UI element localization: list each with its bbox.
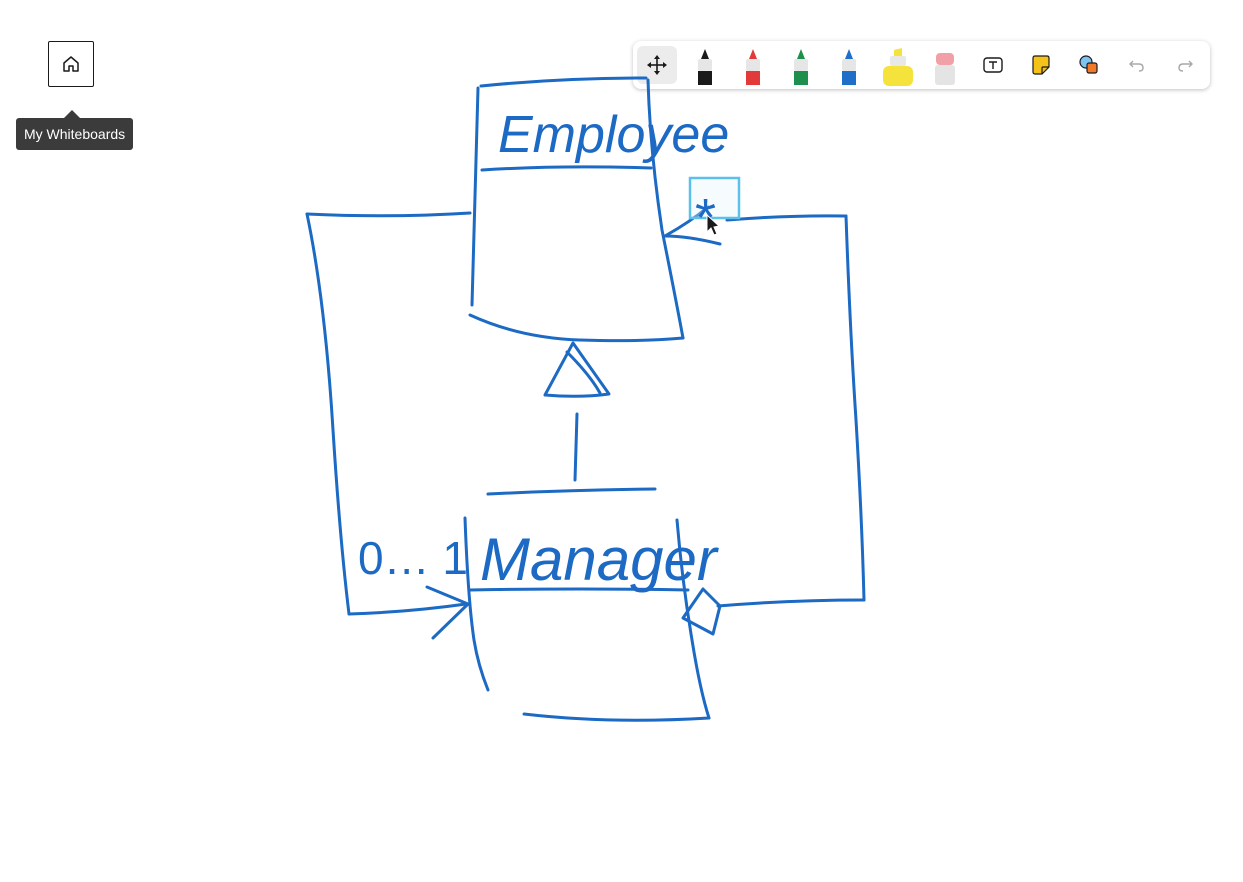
manager-class-name: Manager [480,526,719,593]
blue-pen-icon [842,49,856,85]
redo-icon [1178,60,1193,72]
tool-black-pen[interactable] [687,41,723,89]
multiplicity-top-selected[interactable]: * [688,176,741,248]
tool-blue-pen[interactable] [831,41,867,89]
move-arrows-icon [647,55,667,75]
manager-class-box[interactable] [463,516,711,722]
tool-shapes[interactable] [1073,41,1105,89]
home-tooltip: My Whiteboards [16,118,134,150]
highlighter-icon [883,48,913,86]
tool-undo[interactable] [1121,41,1153,89]
home-icon [63,56,79,72]
home-button[interactable] [48,41,94,87]
eraser-icon [935,53,955,85]
sticky-note-icon [1032,55,1050,75]
tool-eraser[interactable] [927,41,963,89]
tool-redo[interactable] [1169,41,1201,89]
ink-toolbar [633,41,1210,89]
tool-highlighter[interactable] [877,41,919,89]
selection-box [688,176,741,220]
employee-class-name: Employee [498,106,729,164]
right-association-line[interactable] [663,205,866,636]
green-pen-icon [794,49,808,85]
employee-class-box[interactable] [468,76,685,343]
tool-text[interactable] [977,41,1009,89]
tool-green-pen[interactable] [783,41,819,89]
text-box-icon [983,57,1003,73]
mouse-cursor-icon [706,213,721,236]
undo-icon [1129,60,1144,72]
tool-red-pen[interactable] [735,41,771,89]
tool-sticky-note[interactable] [1025,41,1057,89]
black-pen-icon [698,49,712,85]
tool-select[interactable] [637,46,677,84]
multiplicity-left: 0… 1 [358,532,468,584]
red-pen-icon [746,49,760,85]
shapes-icon [1079,55,1098,74]
generalization-arrow[interactable] [486,341,657,496]
left-association-line[interactable] [305,211,472,640]
tooltip-arrow [64,110,80,118]
multiplicity-top: * [695,188,716,248]
